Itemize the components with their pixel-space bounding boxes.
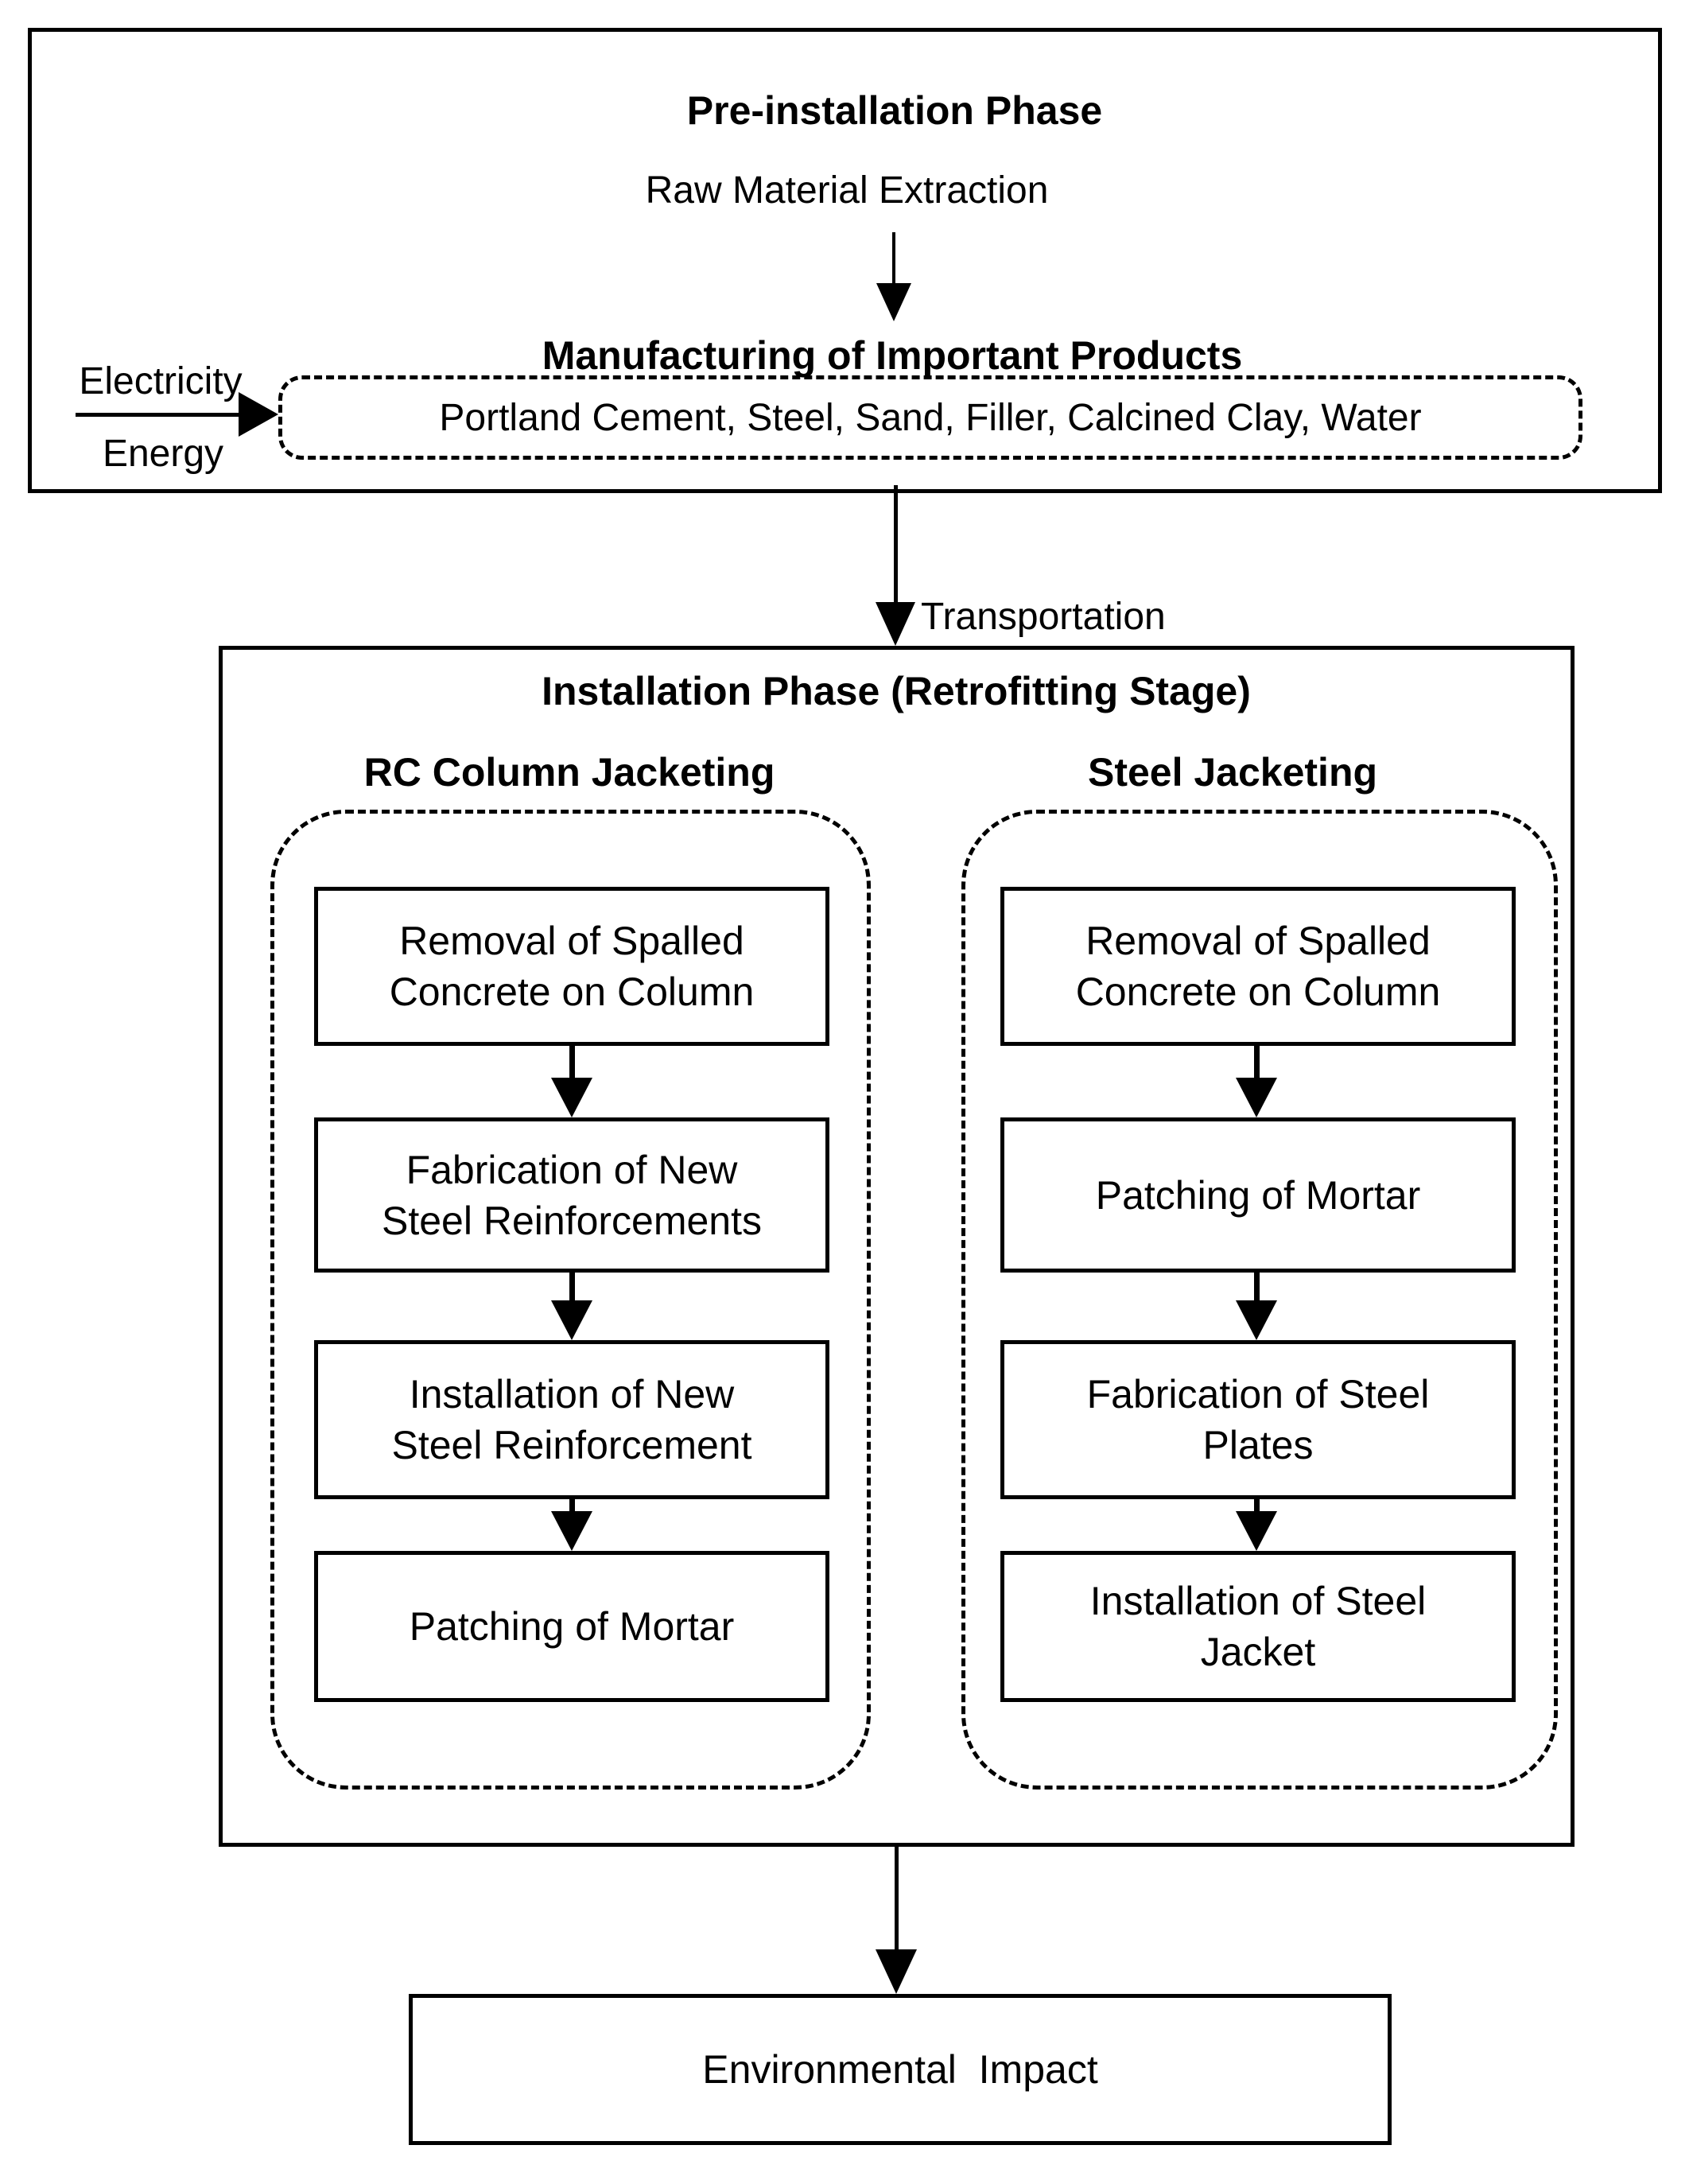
- rc-arrow-1-2: [551, 1042, 592, 1117]
- arrow-head-icon: [876, 1949, 917, 1994]
- arrow-shaft: [893, 485, 898, 602]
- environmental-impact-label: Environmental Impact: [702, 2047, 1098, 2092]
- arrow-shaft: [1253, 1495, 1260, 1511]
- arrow-shaft: [1253, 1269, 1260, 1300]
- rc-arrow-2-3: [551, 1269, 592, 1340]
- arrow-head-icon: [239, 392, 278, 437]
- steel-step-1-box: Removal of Spalled Concrete on Column: [1000, 887, 1516, 1046]
- rc-step-3-box: Installation of New Steel Reinforcement: [314, 1340, 829, 1499]
- raw-material-extraction-label: Raw Material Extraction: [645, 169, 1049, 212]
- arrow-head-icon: [551, 1511, 592, 1551]
- pre-installation-phase-box: [28, 28, 1662, 493]
- steel-arrow-3-4: [1236, 1495, 1277, 1551]
- rc-step-1-box: Removal of Spalled Concrete on Column: [314, 887, 829, 1046]
- steel-step-2-box: Patching of Mortar: [1000, 1117, 1516, 1273]
- arrow-shaft: [569, 1042, 575, 1078]
- rc-step-1-label: Removal of Spalled Concrete on Column: [389, 919, 755, 1014]
- steel-arrow-1-2: [1236, 1042, 1277, 1117]
- arrow-to-environmental-impact: [876, 1843, 917, 1994]
- arrow-shaft: [894, 1843, 899, 1949]
- rc-step-2-box: Fabrication of New Steel Reinforcements: [314, 1117, 829, 1273]
- products-list: Portland Cement, Steel, Sand, Filler, Ca…: [439, 396, 1422, 439]
- arrow-head-icon: [1236, 1300, 1277, 1340]
- energy-label: Energy: [102, 433, 224, 475]
- steel-step-3-label: Fabrication of Steel Plates: [1086, 1372, 1430, 1467]
- arrow-shaft: [76, 412, 239, 417]
- rc-column-jacketing-title: RC Column Jacketing: [363, 750, 775, 795]
- arrow-head-icon: [551, 1078, 592, 1117]
- rc-step-3-label: Installation of New Steel Reinforcement: [391, 1372, 752, 1467]
- rc-step-2-label: Fabrication of New Steel Reinforcements: [381, 1147, 762, 1243]
- manufacturing-heading: Manufacturing of Important Products: [542, 333, 1243, 378]
- rc-column-jacketing-group: [270, 810, 871, 1790]
- environmental-impact-box: Environmental Impact: [409, 1994, 1392, 2145]
- arrow-head-icon: [551, 1300, 592, 1340]
- electricity-energy-arrow: [76, 392, 278, 437]
- arrow-shaft: [892, 232, 895, 283]
- arrow-shaft: [1253, 1042, 1260, 1078]
- arrow-raw-material-to-manufacturing: [876, 232, 911, 321]
- manufactured-products-box: Portland Cement, Steel, Sand, Filler, Ca…: [278, 375, 1582, 460]
- steel-jacketing-group: [961, 810, 1558, 1790]
- steel-jacketing-title: Steel Jacketing: [1087, 750, 1378, 795]
- arrow-shaft: [569, 1495, 575, 1511]
- steel-step-1-label: Removal of Spalled Concrete on Column: [1075, 919, 1441, 1014]
- pre-installation-title: Pre-installation Phase: [686, 88, 1103, 133]
- transportation-label: Transportation: [921, 596, 1166, 638]
- steel-step-4-label: Installation of Steel Jacket: [1089, 1579, 1427, 1674]
- arrow-head-icon: [1236, 1511, 1277, 1551]
- rc-arrow-3-4: [551, 1495, 592, 1551]
- steel-step-3-box: Fabrication of Steel Plates: [1000, 1340, 1516, 1499]
- steel-step-4-box: Installation of Steel Jacket: [1000, 1551, 1516, 1702]
- rc-step-4-box: Patching of Mortar: [314, 1551, 829, 1702]
- electricity-label: Electricity: [79, 360, 243, 402]
- steel-step-2-label: Patching of Mortar: [1095, 1172, 1421, 1218]
- installation-title: Installation Phase (Retrofitting Stage): [542, 669, 1251, 713]
- rc-step-4-label: Patching of Mortar: [409, 1604, 735, 1649]
- steel-arrow-2-3: [1236, 1269, 1277, 1340]
- arrow-head-icon: [1236, 1078, 1277, 1117]
- transportation-arrow: [876, 485, 915, 646]
- arrow-shaft: [569, 1269, 575, 1300]
- arrow-head-icon: [876, 602, 915, 646]
- arrow-head-icon: [876, 283, 911, 321]
